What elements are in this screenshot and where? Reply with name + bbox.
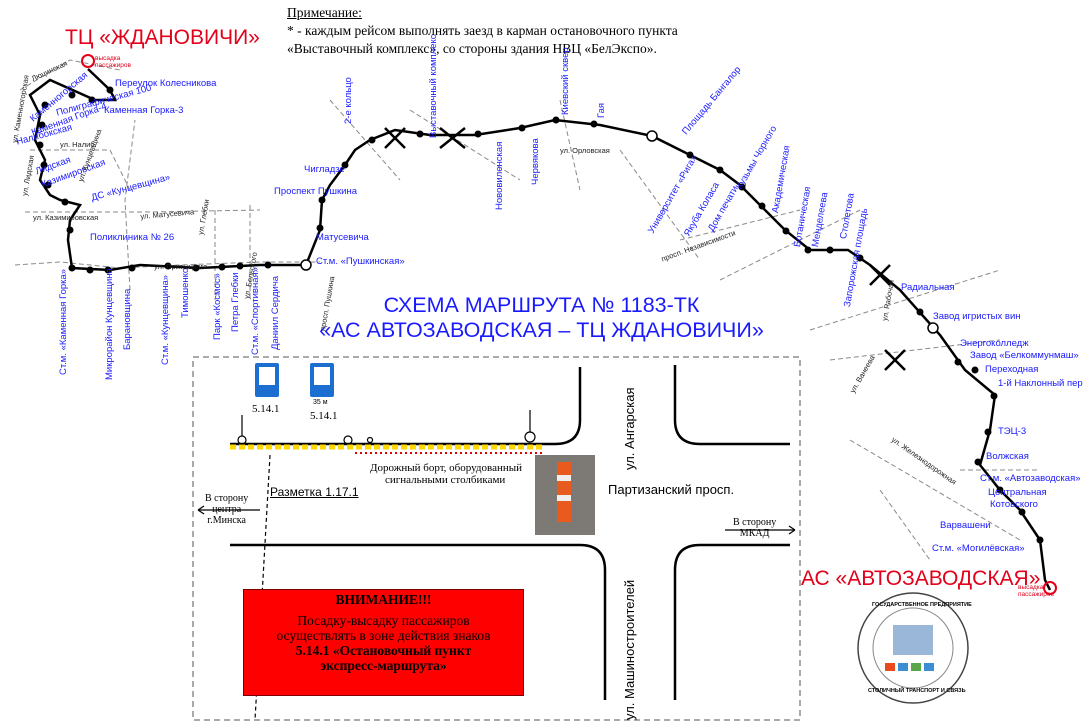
stop-label: 1-й Наклонный переулок <box>998 378 1083 389</box>
stop-label: Матусевича <box>316 232 369 243</box>
stop-label: Парк «Космос» <box>212 273 223 340</box>
stop-label: Барановщина <box>122 289 133 350</box>
stop-label: Переходная <box>985 364 1038 375</box>
direction-center-2: центра <box>205 504 248 515</box>
end-terminal-title: АС «АВТОЗАВОДСКАЯ» <box>801 567 1040 591</box>
warning-box: ВНИМАНИЕ!!! Посадку-высадку пассажиров о… <box>243 589 524 696</box>
stop-label: Варвашени <box>940 520 991 531</box>
stop-label: Тимошенко <box>180 268 191 318</box>
stop-label: Даниил Сердича <box>270 276 281 350</box>
stop-label: Радиальная <box>901 282 955 293</box>
marking-label: Разметка 1.17.1 <box>270 485 359 499</box>
sign-label-2: 5.14.1 <box>310 410 338 422</box>
direction-mkad-1: В сторону <box>733 517 776 528</box>
company-logo <box>858 593 968 703</box>
sign-label-1: 5.14.1 <box>252 403 280 415</box>
stop-label: Микрорайон Кунцевщина <box>104 268 115 380</box>
sign-time: 35 м <box>313 399 328 406</box>
note-line-2: «Выставочный комплекс», со стороны здани… <box>287 40 678 58</box>
stop-label: Чигладзе <box>304 164 345 175</box>
stop-label: Энергоколледж <box>960 338 1029 349</box>
stop-label: Выставочный комплекс <box>428 35 439 139</box>
stop-label: Завод «Белкоммунмаш» <box>970 350 1079 361</box>
stop-sign-icon <box>255 363 334 397</box>
note-block: Примечание: * - каждым рейсом выполнять … <box>287 4 678 58</box>
stop-label: Котовского <box>990 499 1038 510</box>
direction-center-3: г.Минска <box>205 515 248 526</box>
stop-label: Ст.м. «Кунцевщина» <box>160 275 171 365</box>
direction-center-1: В сторону <box>205 493 248 504</box>
stop-label: Червякова <box>530 138 541 185</box>
stop-label: Ст.м. «Пушкинская» <box>316 256 405 267</box>
start-dropoff-label: высадка пассажиров <box>95 55 135 69</box>
direction-center: В сторону центра г.Минска <box>205 493 248 526</box>
stop-label: Ст.м. «Автозаводская» <box>980 473 1081 484</box>
start-terminal-title: ТЦ «ЖДАНОВИЧИ» <box>65 26 260 50</box>
stop-label: Петра Глебки <box>230 272 241 332</box>
stop-label: Каменная Горка-3 <box>104 105 183 116</box>
stop-label: Ст.м. «Могилёвская» <box>932 543 1025 554</box>
stop-poles <box>238 410 535 444</box>
note-line-1: * - каждым рейсом выполнять заезд в карм… <box>287 22 678 40</box>
warning-line-3: 5.14.1 «Остановочный пункт <box>244 643 523 658</box>
warning-line-4: экспресс-маршрута» <box>244 658 523 673</box>
stop-label: Поликлиника № 26 <box>90 232 174 243</box>
warning-title: ВНИМАНИЕ!!! <box>244 592 523 607</box>
street-partizansky: Партизанский просп. <box>608 482 734 497</box>
warning-line-1: Посадку-высадку пассажиров <box>244 613 523 628</box>
direction-mkad: В сторону МКАД <box>733 517 776 539</box>
stop-label: Центральная <box>988 487 1047 498</box>
stop-label: Киевский сквер <box>560 47 571 115</box>
stop-label: Нововиленская <box>494 142 505 210</box>
stop-label: 2-е кольцо <box>343 77 354 124</box>
curb-note-2: сигнальными столбиками <box>385 474 505 486</box>
stop-label: ТЭЦ-3 <box>998 426 1026 437</box>
street-mashinostroiteley: ул. Машиностроителей <box>622 580 637 720</box>
street-label: ул. Орловская <box>560 146 610 155</box>
stop-label: Завод игристых вин <box>933 311 1021 322</box>
curb-note-1: Дорожный борт, оборудованный <box>370 462 522 474</box>
logo-bottom-text: СТОЛИЧНЫЙ ТРАНСПОРТ И СВЯЗЬ <box>868 688 966 694</box>
street-label: ул. Казимировская <box>33 213 98 222</box>
stop-label: Проспект Пушкина <box>274 186 357 197</box>
stop-label: Ст.м. «Каменная Горка» <box>58 269 69 375</box>
bollard-photo <box>535 455 595 535</box>
logo-top-text: ГОСУДАРСТВЕННОЕ ПРЕДПРИЯТИЕ <box>872 602 972 608</box>
note-heading: Примечание: <box>287 4 678 22</box>
direction-mkad-2: МКАД <box>733 528 776 539</box>
street-label: ул. Притыцкого <box>154 262 207 271</box>
end-dropoff-label: высадка пассажиров <box>1018 584 1050 598</box>
warning-line-2: осуществлять в зоне действия знаков <box>244 628 523 643</box>
stop-label: Волжская <box>986 451 1029 462</box>
street-angarskaya: ул. Ангарская <box>622 387 637 470</box>
stop-label: Гая <box>596 103 607 118</box>
